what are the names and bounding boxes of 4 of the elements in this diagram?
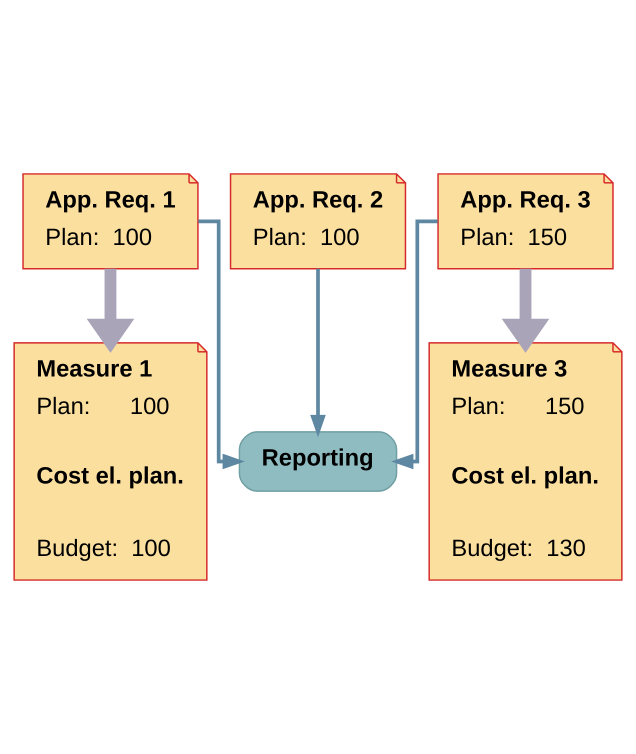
arrow <box>86 268 134 353</box>
node-box: Reporting <box>238 431 398 492</box>
arrow <box>502 268 550 353</box>
arrow <box>310 268 326 438</box>
